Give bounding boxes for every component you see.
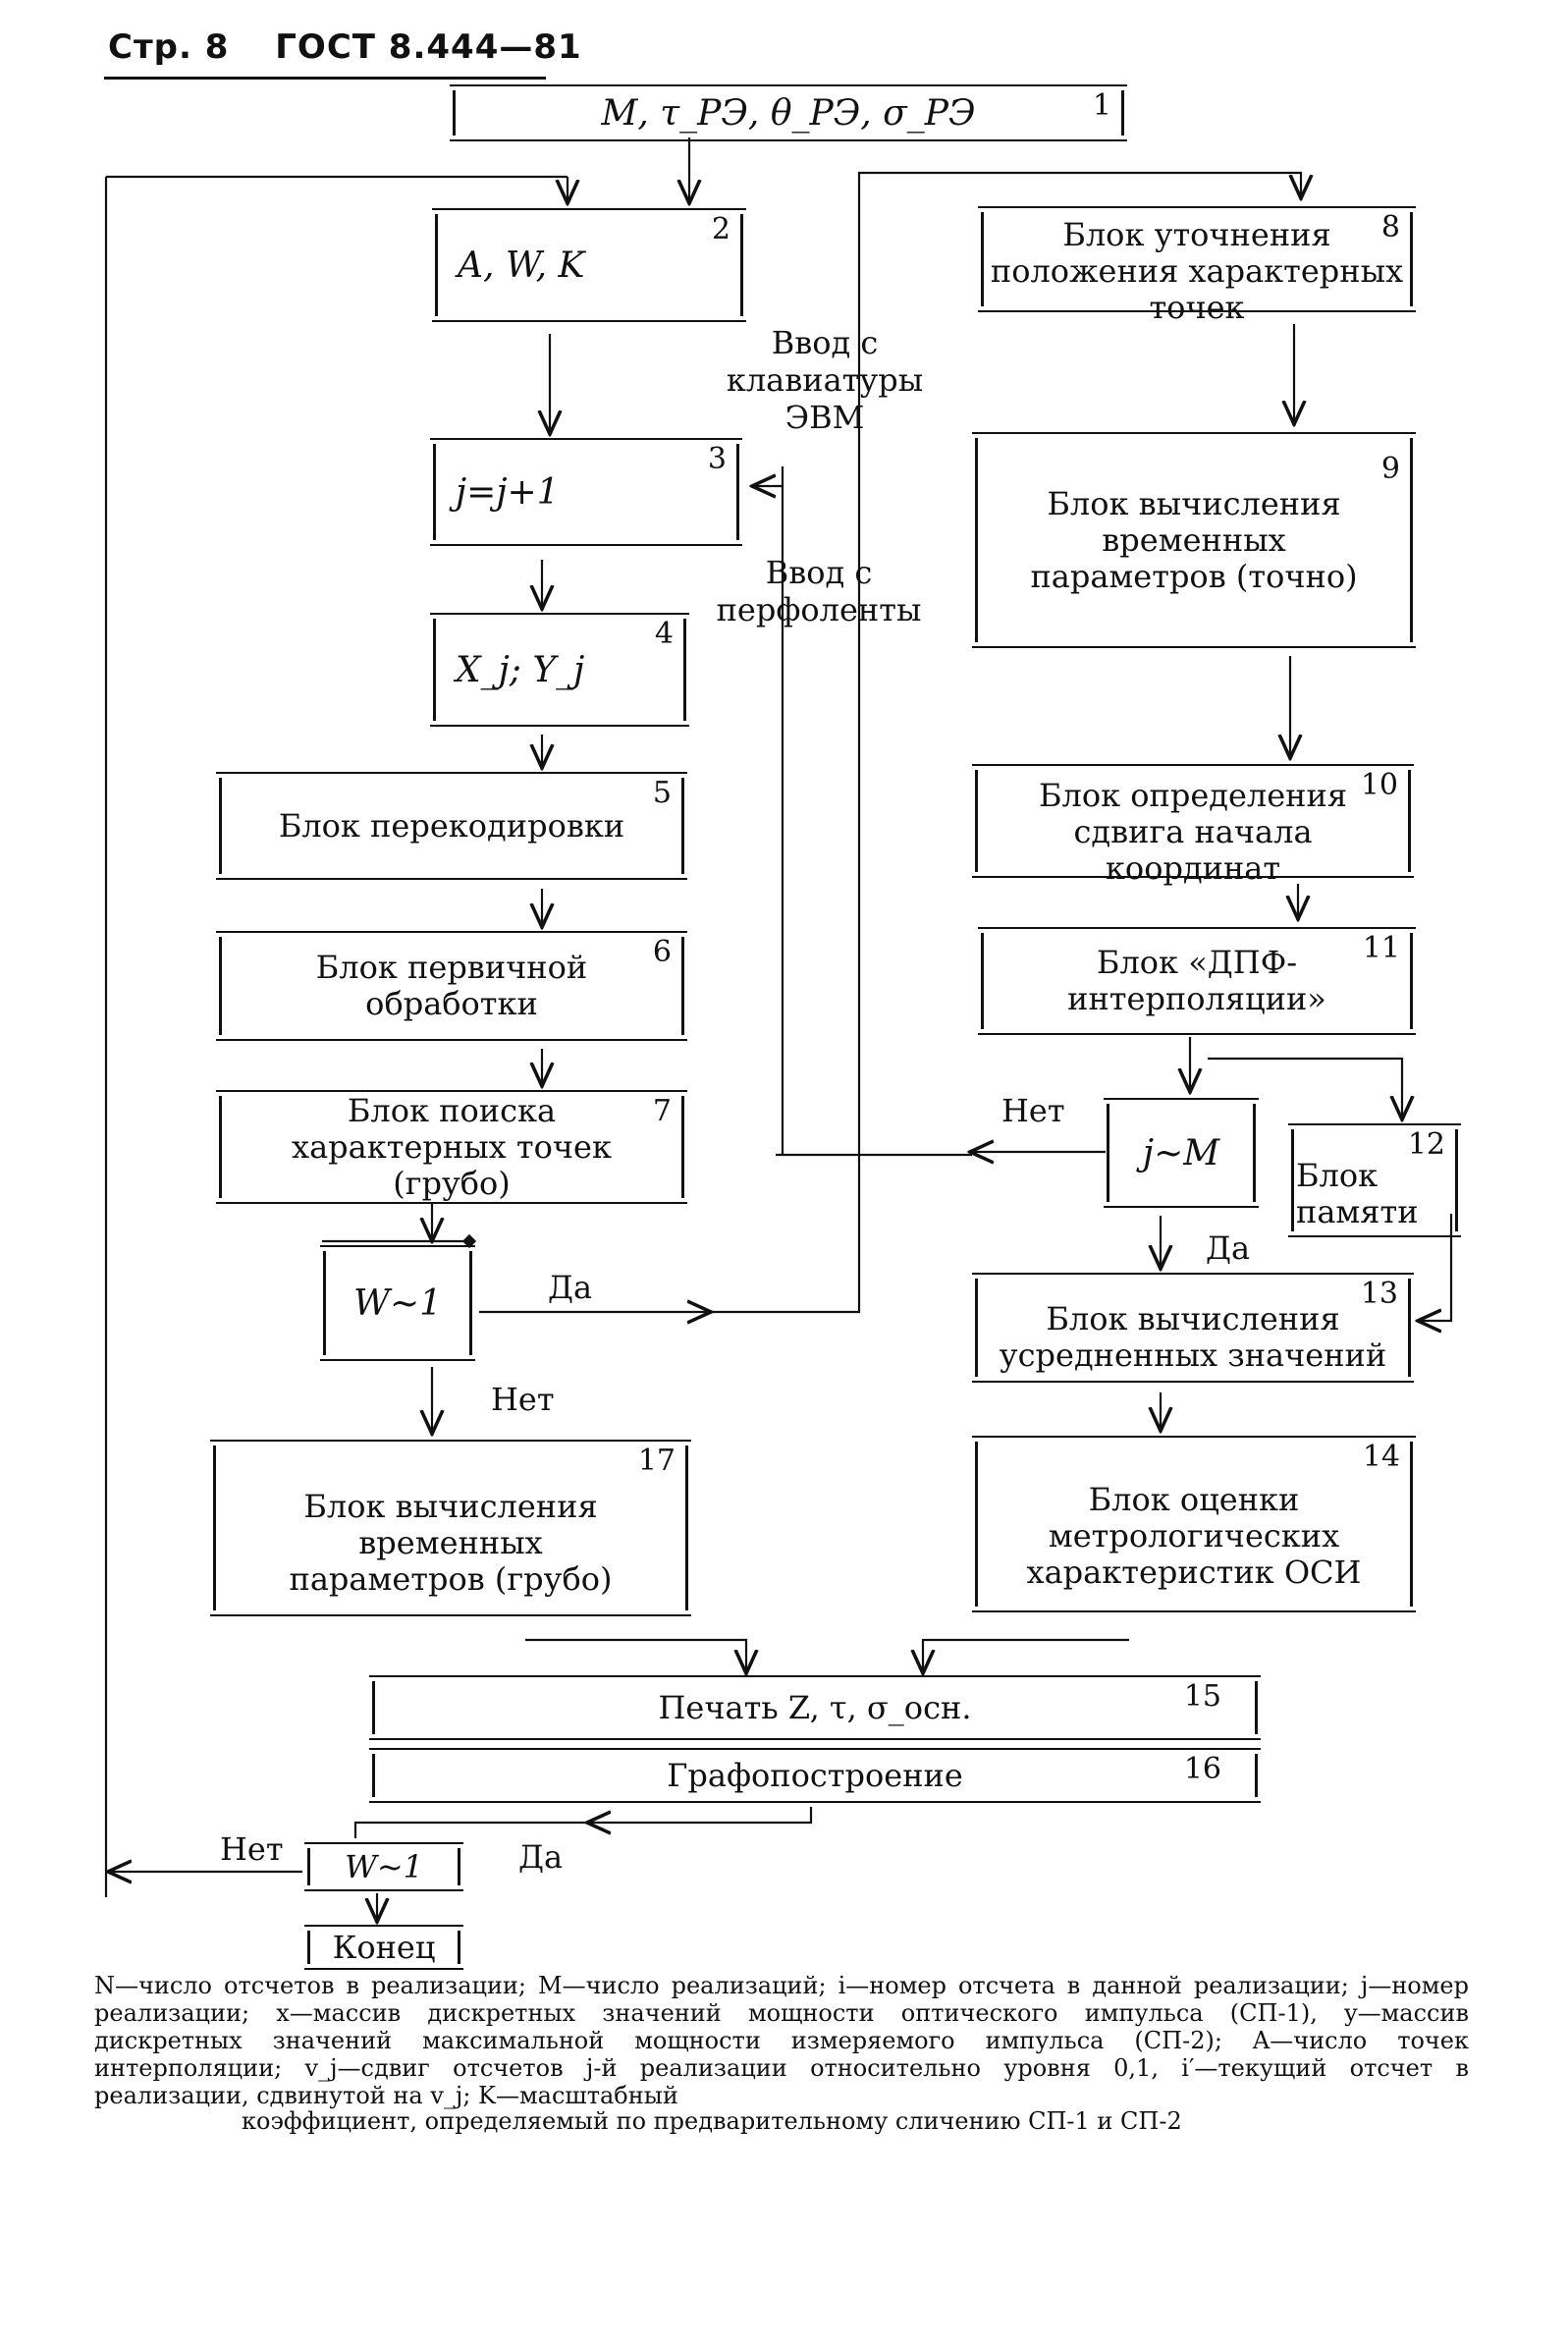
block-5-text: Блок перекодировки xyxy=(278,806,625,845)
arrow-12-to-13 xyxy=(1420,1214,1453,1321)
line-d1-yes-up xyxy=(709,171,1301,1314)
label-yes-w1: Да xyxy=(548,1269,593,1306)
line-16-return xyxy=(589,1807,813,1823)
label-no-w2: Нет xyxy=(220,1830,284,1868)
standard-code: ГОСТ 8.444—81 xyxy=(275,27,582,67)
label-tape-input: Ввод с перфоленты xyxy=(716,554,922,628)
block-14-text: Блок оценки метрологических характеристи… xyxy=(1026,1480,1362,1591)
label-yes-w2: Да xyxy=(518,1838,564,1876)
block-3-number: 3 xyxy=(707,442,727,476)
end-terminator: Конец xyxy=(304,1925,463,1970)
page-number: Стр. 8 xyxy=(108,27,230,67)
block-7: Блок поиска характерных точек (грубо) 7 xyxy=(216,1090,687,1204)
block-3: j=j+1 3 xyxy=(430,438,742,546)
block-7-text: Блок поиска характерных точек (грубо) xyxy=(292,1091,612,1202)
line-11-to-12 xyxy=(1208,1057,1402,1118)
label-no-jm: Нет xyxy=(1001,1092,1065,1129)
label-yes-jm: Да xyxy=(1206,1229,1251,1267)
legend-text: N—число отсчетов в реализации; M—число р… xyxy=(94,1972,1469,2109)
line-14-merge xyxy=(923,1638,1129,1671)
block-5: Блок перекодировки 5 xyxy=(216,772,687,880)
block-8-text: Блок уточнения положения характерных точ… xyxy=(990,215,1404,326)
label-keyboard-input: Ввод с клавиатуры ЭВМ xyxy=(726,324,924,436)
block-12-text: Блок памяти xyxy=(1296,1157,1419,1230)
block-11-number: 11 xyxy=(1362,931,1400,965)
decision-w2: W~1 xyxy=(304,1842,463,1891)
legend-text-end: коэффициент, определяемый по предварител… xyxy=(242,2107,1182,2135)
end-text: Конец xyxy=(332,1928,436,1966)
block-10-text: Блок определения сдвига начала координат xyxy=(1038,776,1348,887)
block-2-number: 2 xyxy=(711,212,730,246)
block-10-number: 10 xyxy=(1360,768,1398,802)
block-15: Печать Z, τ, σ_осн. 15 xyxy=(369,1675,1261,1740)
block-3-text: j=j+1 xyxy=(456,471,560,513)
block-17: Блок вычисления временных параметров (гр… xyxy=(210,1440,691,1616)
block-1-number: 1 xyxy=(1092,88,1111,123)
block-12: Блок памяти 12 xyxy=(1288,1123,1461,1237)
block-16-text: Графопостроение xyxy=(667,1756,963,1794)
line-17-merge xyxy=(525,1638,746,1671)
block-13: Блок вычисления усредненных значений 13 xyxy=(972,1273,1414,1383)
block-4: X_j; Y_j 4 xyxy=(430,613,689,727)
block-14-number: 14 xyxy=(1362,1440,1400,1474)
decision-w1-text: W~1 xyxy=(352,1282,443,1324)
block-6-number: 6 xyxy=(652,935,672,969)
block-6-text: Блок первичной обработки xyxy=(315,949,588,1022)
block-4-number: 4 xyxy=(654,617,674,651)
decision-w2-text: W~1 xyxy=(344,1847,424,1885)
header-rule xyxy=(104,77,546,80)
block-5-number: 5 xyxy=(652,776,672,810)
block-14: Блок оценки метрологических характеристи… xyxy=(972,1436,1416,1612)
block-17-text: Блок вычисления временных параметров (гр… xyxy=(289,1487,613,1598)
block-16-number: 16 xyxy=(1183,1752,1221,1786)
block-7-number: 7 xyxy=(652,1094,672,1128)
block-8: Блок уточнения положения характерных точ… xyxy=(978,206,1416,325)
decision-jm-text: j~M xyxy=(1142,1132,1220,1173)
block-11-text: Блок «ДПФ-интерполяции» xyxy=(1067,944,1326,1017)
block-1: M, τ_РЭ, θ_РЭ, σ_РЭ 1 xyxy=(450,84,1127,141)
block-9-number: 9 xyxy=(1380,452,1400,486)
block-12-number: 12 xyxy=(1407,1127,1445,1162)
block-15-text: Печать Z, τ, σ_осн. xyxy=(658,1688,972,1726)
label-no-w1: Нет xyxy=(491,1381,555,1418)
block-1-text: M, τ_РЭ, θ_РЭ, σ_РЭ xyxy=(601,92,976,134)
page-header: Стр. 8 ГОСТ 8.444—81 xyxy=(108,27,616,67)
block-13-text: Блок вычисления усредненных значений xyxy=(999,1300,1387,1374)
block-4-text: X_j; Y_j xyxy=(456,649,585,690)
block-2-text: A, W, K xyxy=(458,245,585,286)
block-11: Блок «ДПФ-интерполяции» 11 xyxy=(978,927,1416,1035)
block-17-number: 17 xyxy=(637,1444,676,1478)
decision-jm: j~M xyxy=(1104,1098,1259,1208)
decision-w1: W~1 xyxy=(320,1245,475,1361)
join-dot xyxy=(461,1233,477,1249)
block-10: Блок определения сдвига начала координат… xyxy=(972,764,1414,886)
block-6: Блок первичной обработки 6 xyxy=(216,931,687,1041)
block-9-text: Блок вычисления временных параметров (то… xyxy=(1030,484,1358,595)
block-15-number: 15 xyxy=(1183,1679,1221,1714)
block-9: Блок вычисления временных параметров (то… xyxy=(972,432,1416,648)
block-13-number: 13 xyxy=(1360,1277,1398,1311)
block-16: Графопостроение 16 xyxy=(369,1748,1261,1803)
block-2: A, W, K 2 xyxy=(432,208,746,322)
block-8-number: 8 xyxy=(1380,210,1400,245)
line-16-return-b xyxy=(353,1821,589,1838)
